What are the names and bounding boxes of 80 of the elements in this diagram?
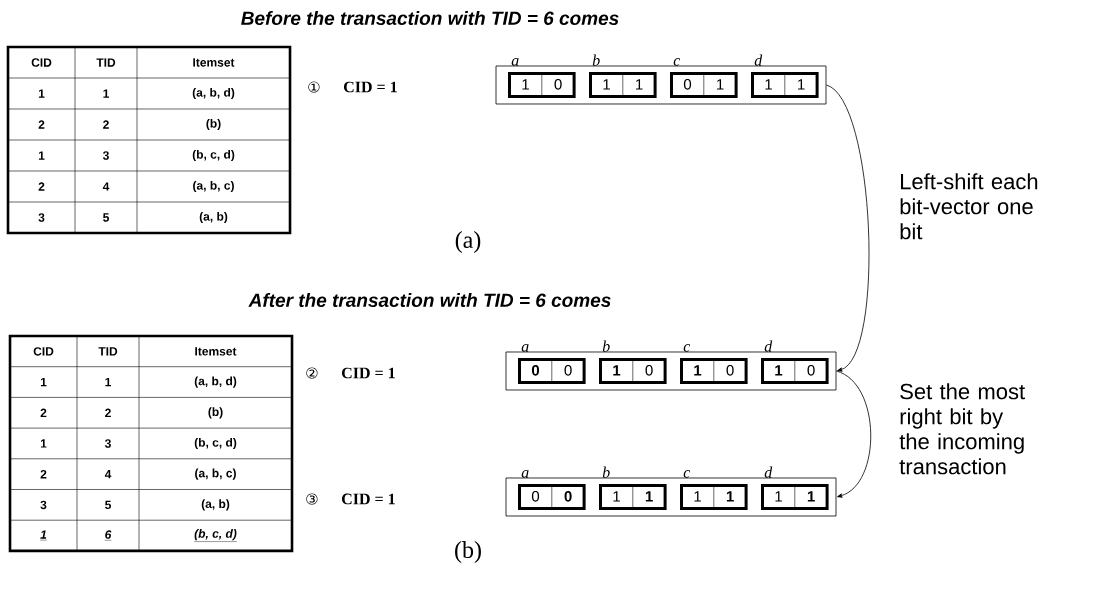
bit-vector-box — [495, 65, 827, 105]
table-cell: 1 — [103, 89, 109, 98]
table-cell: 2 — [38, 182, 45, 191]
table-cell: 1 — [105, 377, 111, 387]
table-cell: (a, b) — [199, 211, 228, 224]
table-cell: 4 — [102, 182, 110, 191]
bit-pair-box: 0 1 — [670, 72, 738, 98]
table-cell: 1 — [38, 151, 45, 160]
bit-pair-box: 1 1 — [751, 72, 819, 98]
table-cell: 3 — [38, 213, 45, 222]
bit-vector-box — [505, 351, 837, 391]
table-cell: 2 — [40, 470, 47, 479]
edge-label: Set the most right bit by the incoming transaction — [899, 383, 1025, 475]
table-cell: (b) — [208, 407, 223, 419]
panel-label: (b) — [455, 541, 481, 563]
item-letter: b — [592, 54, 600, 66]
table-cell: Itemset — [195, 347, 237, 356]
item-letter: a — [521, 344, 529, 352]
table-cell: 2 — [40, 408, 47, 417]
table-cell: 5 — [103, 213, 109, 222]
item-letter: c — [683, 344, 691, 352]
bit-pair-box: 0 0 — [518, 484, 586, 510]
table-cell: 3 — [104, 439, 111, 448]
table-cell: 3 — [40, 500, 47, 510]
bit-pair-box: 1 1 — [599, 484, 667, 510]
curved-arrow — [826, 84, 870, 372]
edge-label: Left-shift each bit-vector one bit — [900, 173, 1038, 240]
item-letter: c — [673, 58, 681, 66]
table-cell: CID — [33, 347, 54, 356]
table-cell: 1 — [40, 439, 47, 448]
table-cell: 2 — [38, 120, 45, 129]
table-cell: (b) — [206, 118, 221, 131]
table-cell: (a, b, d) — [194, 376, 237, 388]
section-title: Before the transaction with TID = 6 comes — [241, 11, 619, 25]
vector-label: CID = 1 — [344, 81, 397, 93]
table-cell: (b, c, d) — [194, 529, 238, 542]
table-cell: 1 — [40, 377, 47, 387]
bit-pair-box: 1 1 — [761, 484, 829, 510]
table-cell: (b, c, d) — [192, 149, 235, 162]
table-cell: 4 — [104, 470, 112, 479]
bit-pair-box: 1 1 — [680, 484, 748, 510]
bit-pair-box: 1 0 — [761, 358, 829, 384]
item-letter: b — [602, 466, 610, 478]
table-cell: (a, b) — [201, 499, 230, 511]
item-letter: b — [602, 340, 610, 352]
vector-label: CID = 1 — [342, 493, 395, 505]
table-cell: CID — [31, 58, 52, 67]
table-cell: (a, b, d) — [192, 87, 235, 100]
step-number: ② — [306, 367, 318, 379]
curved-arrow — [836, 370, 872, 498]
bit-pair-box: 0 0 — [518, 358, 586, 384]
table-cell: (b, c, d) — [194, 437, 237, 450]
table-cell: 1 — [38, 89, 45, 98]
table-cell: 2 — [105, 408, 111, 417]
table-cell: 6 — [104, 530, 112, 541]
bit-pair-box: 1 0 — [599, 358, 667, 384]
bit-pair-box: 1 1 — [589, 72, 657, 98]
table-cell: Itemset — [193, 58, 235, 67]
table-cell: 1 — [40, 530, 48, 541]
table-cell: 2 — [103, 120, 109, 129]
item-letter: d — [754, 54, 763, 66]
table-cell: TID — [98, 347, 118, 356]
table-cell: (a, b, c) — [193, 180, 234, 193]
item-letter: a — [511, 58, 519, 66]
bit-pair-box: 1 0 — [508, 72, 576, 98]
bit-vector-box — [505, 477, 837, 517]
step-number: ① — [308, 81, 320, 93]
table-cell: TID — [96, 58, 116, 67]
vector-label: CID = 1 — [342, 367, 395, 379]
item-letter: d — [764, 466, 773, 478]
item-letter: d — [764, 340, 773, 352]
table-cell: 3 — [102, 151, 109, 160]
table-cell: (a, b, c) — [195, 468, 236, 480]
item-letter: c — [683, 470, 691, 478]
section-title: After the transaction with TID = 6 comes — [248, 293, 611, 307]
step-number: ③ — [306, 493, 318, 505]
bit-pair-box: 1 0 — [680, 358, 748, 384]
item-letter: a — [521, 470, 529, 478]
table-cell: 5 — [105, 500, 111, 510]
panel-label: (a) — [455, 231, 481, 253]
